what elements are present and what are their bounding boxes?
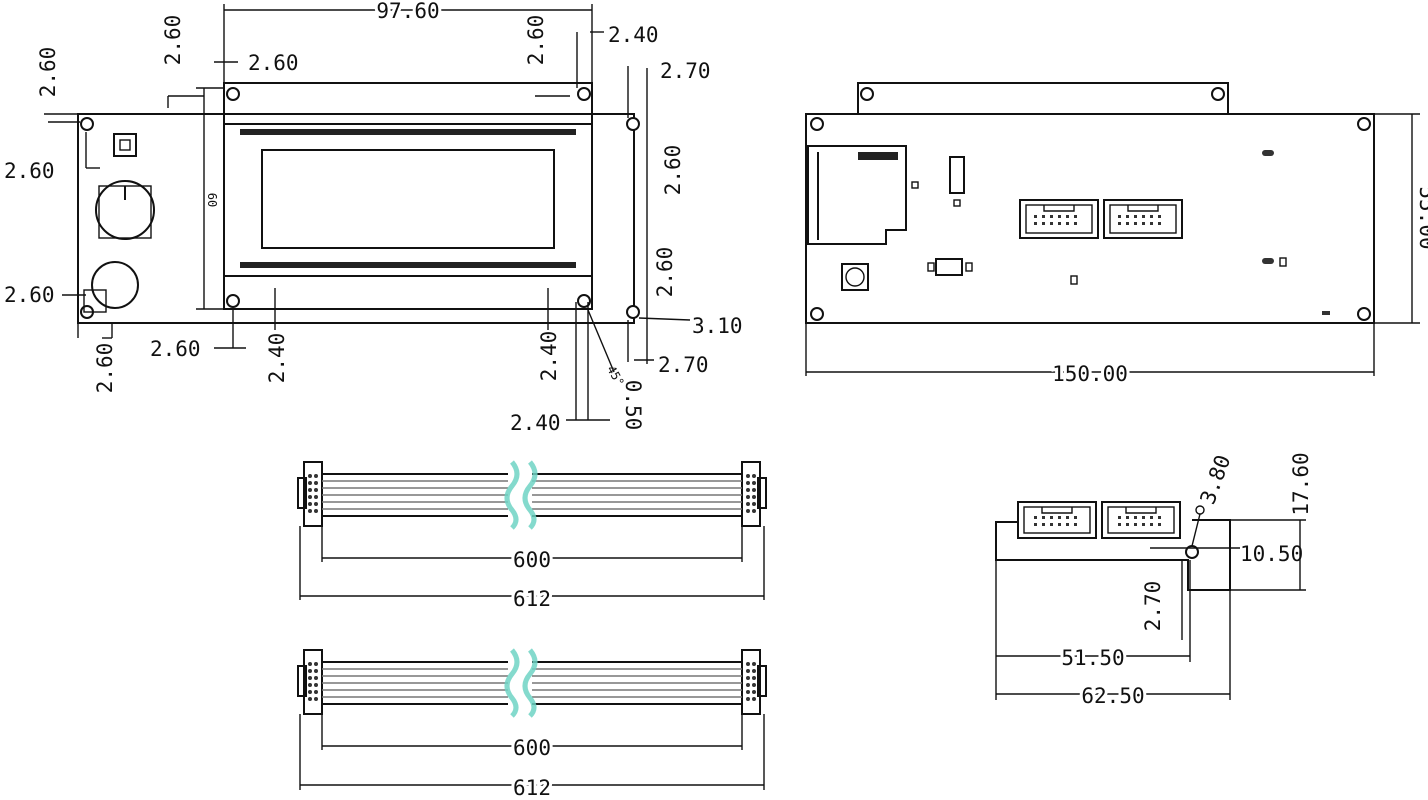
connector-height-label: 17.60 (1289, 452, 1313, 515)
front-height-label: 60 (205, 193, 219, 207)
hole-offset-label: 2.60 (36, 47, 60, 98)
hole-offset-label: 2.60 (150, 337, 201, 361)
mounting-hole (626, 117, 640, 131)
edge-label: 2.40 (537, 331, 561, 382)
lcd-bezel-strip-top (240, 129, 576, 135)
hole-offset-label: 2.60 (524, 15, 548, 66)
connector-outer-width-label: 62.50 (1081, 684, 1144, 708)
edge-label: 2.40 (510, 411, 561, 435)
edge-label: 2.70 (660, 59, 711, 83)
sd-card-slot (807, 145, 907, 245)
hole-offset-label: 2.60 (248, 51, 299, 75)
idc-connector (1101, 501, 1181, 539)
cable-outer-label: 612 (513, 776, 551, 800)
component (949, 156, 965, 194)
rotary-encoder (95, 180, 155, 240)
mounting-hole (577, 294, 591, 308)
mounting-hole (226, 87, 240, 101)
wall-label: 0.50 (621, 380, 645, 431)
ribbon-cable-1: 600 612 (297, 460, 767, 614)
connector-gap-label: 2.70 (1141, 581, 1165, 632)
mounting-hole (577, 87, 591, 101)
cable-inner-label: 600 (513, 736, 551, 760)
idc-connector (1019, 199, 1099, 239)
mounting-hole (226, 294, 240, 308)
crystal (935, 258, 963, 276)
rear-lcd-tab (857, 82, 1229, 115)
lcd-module-outline (223, 82, 593, 310)
hole-offset-label: 2.60 (4, 159, 55, 183)
edge-label: 2.40 (265, 333, 289, 384)
connector-offset-label: 10.50 (1240, 542, 1303, 566)
hole-offset-label: 2.60 (653, 247, 677, 298)
mounting-holes (80, 87, 640, 319)
idc-connector (1017, 501, 1097, 539)
connector-inner-width-label: 51.50 (1061, 646, 1124, 670)
front-board-outline (77, 113, 635, 324)
edge-label: 2.40 (608, 23, 659, 47)
button-rear (841, 263, 869, 291)
idc-connector (1103, 199, 1183, 239)
hole-offset-label: 2.60 (93, 343, 117, 394)
cable-inner-label: 600 (513, 548, 551, 572)
lcd-bezel-strip-bottom (240, 262, 576, 268)
mounting-hole (80, 117, 94, 131)
edge-label: 2.70 (658, 353, 709, 377)
lcd-display-window (261, 149, 555, 249)
hole-offset-label: 2.60 (661, 145, 685, 196)
rear-view: 150.00 55.00 (805, 82, 1428, 389)
hole-offset-label: 2.60 (161, 15, 185, 66)
mounting-hole (626, 305, 640, 319)
rear-width-label: 150.00 (1052, 362, 1128, 386)
cable-outer-label: 612 (513, 587, 551, 611)
buzzer (91, 261, 139, 309)
connector-detail: 3.80 17.60 10.50 2.70 51.50 62.50 (995, 452, 1313, 711)
rear-height-label: 55.00 (1415, 186, 1428, 249)
hole-dia-label: 3.10 (692, 314, 743, 338)
reset-button (113, 133, 137, 157)
front-width-label: 97.60 (376, 0, 439, 23)
hole-offset-label: 2.60 (4, 283, 55, 307)
connector-hole-label: 3.80 (1195, 452, 1235, 508)
front-view: 97.60 60 (4, 0, 743, 435)
ribbon-cable-2: 600 612 (297, 648, 767, 800)
